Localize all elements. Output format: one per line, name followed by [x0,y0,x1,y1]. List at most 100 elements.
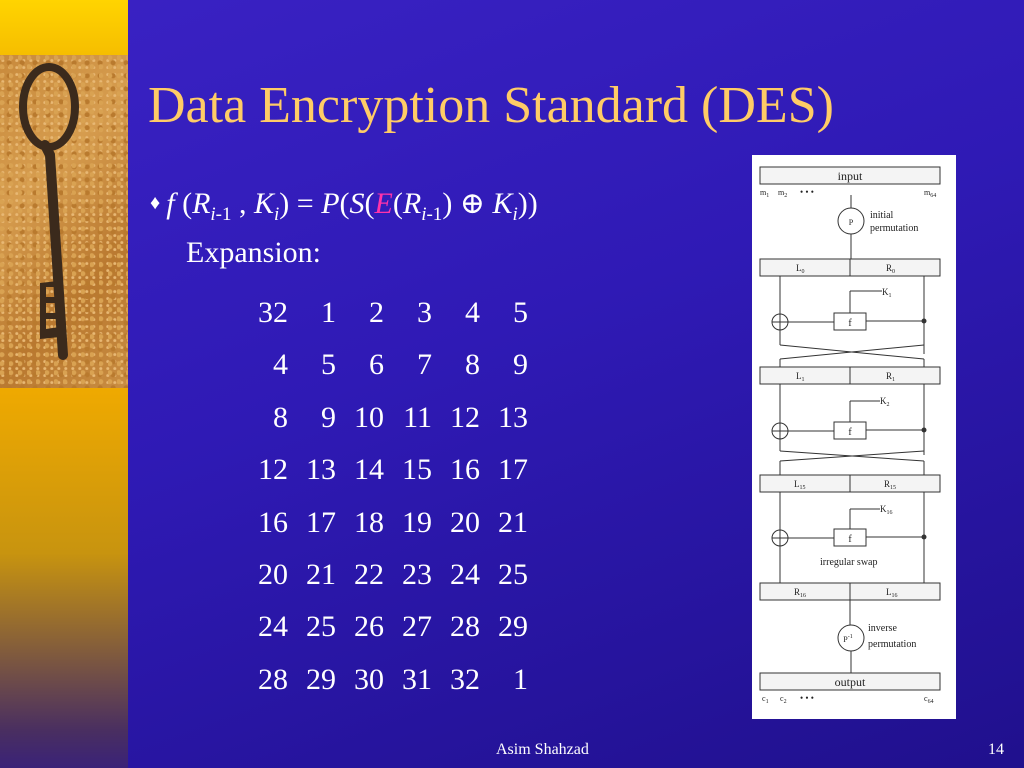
footer-author: Asim Shahzad [496,741,589,758]
expansion-cell: 12 [258,453,288,487]
expansion-cell: 4 [465,296,480,329]
expansion-cell: 25 [306,610,336,644]
expansion-cell: 1 [513,662,528,696]
expansion-cell: 7 [417,348,432,382]
formula-sub-i: i [210,204,216,225]
expansion-cell: 22 [354,557,384,591]
diagram-L16-sub: 16 [892,593,898,599]
formula-part: ( [339,187,350,220]
diagram-K1: K [882,287,889,297]
expansion-cell: 20 [258,557,288,591]
diagram-L0: L [796,263,802,273]
expansion-cell: 12 [450,400,480,434]
old-key-icon [0,55,128,388]
expansion-cell: 27 [402,610,432,644]
diagram-fp-label: inverse [868,623,897,634]
diagram-R0: R [886,263,892,273]
formula-part: ( [174,187,193,220]
formula-sub-i: i [421,204,427,225]
diagram-R16: R [794,587,800,597]
svg-text:c2: c2 [780,694,787,705]
expansion-cell: 29 [498,610,528,644]
diagram-K16: K [880,504,887,514]
expansion-cell: 8 [465,348,480,382]
svg-text:c64: c64 [924,694,934,705]
diagram-L1: L [796,371,802,381]
formula-K2: K [492,187,513,220]
diagram-m-sub: 64 [930,193,936,199]
expansion-cell: 17 [306,505,336,539]
expansion-cell: 9 [513,348,528,382]
expansion-cell: 6 [369,348,384,382]
diagram-ip-label: permutation [870,223,918,234]
formula-part: ) = [279,187,322,220]
formula-P: P [321,187,340,220]
formula-sub-minus1: -1 [215,204,232,225]
formula-part: )) [517,187,538,220]
slide-title: Data Encryption Standard (DES) [148,77,834,134]
svg-text:R0: R0 [886,263,895,275]
svg-text:K16: K16 [880,504,893,516]
expansion-cell: 9 [321,400,336,434]
svg-text:P-1: P-1 [843,634,852,644]
expansion-cell: 21 [306,557,336,591]
expansion-cell: 8 [273,400,288,434]
diagram-K16-sub: 16 [887,510,893,516]
diagram-R1-sub: 1 [892,377,895,383]
diagram-fp-label: permutation [868,639,916,650]
diagram-L1-sub: 1 [802,377,805,383]
diagram-K2: K [880,396,887,406]
svg-text:K1: K1 [882,287,892,299]
diagram-m-sub: 2 [784,193,787,199]
diagram-fp-sup: -1 [848,634,853,640]
diagram-ip-label: initial [870,210,894,221]
svg-text:m1: m1 [760,188,769,199]
expansion-cell: 4 [273,348,288,382]
svg-text:c1: c1 [762,694,769,705]
expansion-cell: 14 [354,453,384,487]
svg-text:R16: R16 [794,587,806,599]
formula-part: , [231,187,254,220]
expansion-cell: 1 [321,296,336,329]
diagram-dots: • • • [800,187,814,197]
diagram-R16-sub: 16 [800,593,806,599]
diagram-m: m [924,188,931,197]
formula-E: E [374,187,393,220]
des-structure-diagram: input m1 m2 • • • m64 P initial permutat… [752,155,956,719]
diagram-R15-sub: 15 [890,485,896,491]
diagram-c: c [762,694,766,703]
expansion-cell: 23 [402,557,432,591]
expansion-cell: 13 [306,453,336,487]
formula-R: R [192,187,211,220]
diagram-L0-sub: 0 [802,269,805,275]
expansion-cell: 24 [258,610,288,644]
expansion-cell: 16 [450,453,480,487]
diagram-K2-sub: 2 [887,402,890,408]
svg-text:R1: R1 [886,371,895,383]
svg-text:L1: L1 [796,371,805,383]
formula-R2: R [402,187,422,220]
expansion-cell: 11 [403,400,432,434]
diagram-c-sub: 2 [784,699,787,705]
expansion-cell: 2 [369,296,384,329]
expansion-cell: 19 [402,505,432,539]
expansion-cell: 16 [258,505,288,539]
expansion-cell: 17 [498,453,528,487]
sidebar-top-band [0,0,128,55]
expansion-cell: 21 [498,505,528,539]
expansion-cell: 31 [402,662,432,696]
expansion-cell: 29 [306,662,336,696]
formula-part: ( [392,187,403,220]
svg-text:m2: m2 [778,188,787,199]
diagram-m-sub: 1 [766,193,769,199]
expansion-cell: 24 [450,557,480,591]
diagram-f: f [848,534,852,545]
des-f-function-formula: ♦f (Ri-1 , Ki) = P(S(E(Ri-1) ⊕ Ki)) [150,186,538,226]
svg-text:L15: L15 [794,479,806,491]
formula-sub-minus1: -1 [426,204,443,225]
svg-text:L0: L0 [796,263,805,275]
